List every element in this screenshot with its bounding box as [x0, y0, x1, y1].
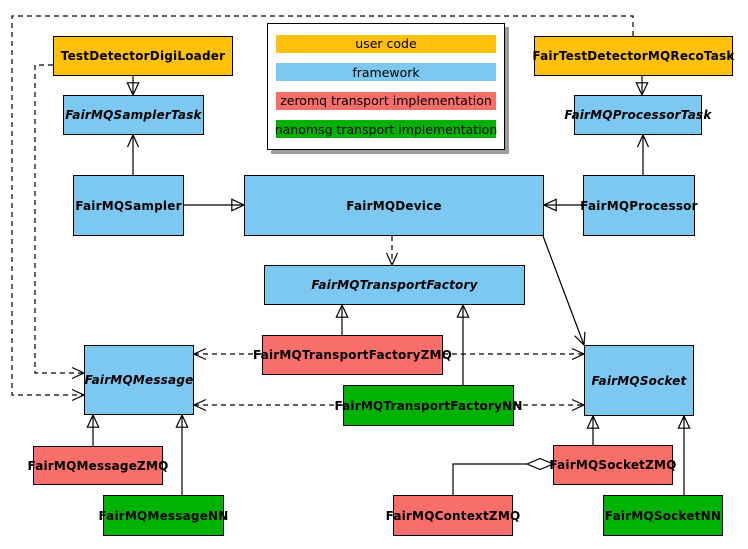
class-fairmq-socket-nn: FairMQSocketNN	[603, 495, 723, 536]
class-fairmq-message: FairMQMessage	[84, 345, 194, 415]
legend-item-user-code: user code	[276, 34, 496, 53]
class-fairmq-sampler-task: FairMQSamplerTask	[63, 95, 204, 135]
class-fairmq-transport-factory-zmq: FairMQTransportFactoryZMQ	[253, 335, 452, 375]
class-fairmq-message-nn: FairMQMessageNN	[98, 495, 228, 536]
class-test-detector-digi-loader: TestDetectorDigiLoader	[53, 36, 233, 76]
class-fairmq-sampler: FairMQSampler	[73, 175, 184, 236]
class-fairmq-message-zmq: FairMQMessageZMQ	[28, 446, 168, 485]
class-fairmq-device: FairMQDevice	[244, 175, 544, 236]
legend-item-nanomsg: nanomsg transport implementation	[274, 120, 498, 139]
class-fairmq-processor: FairMQProcessor	[580, 175, 698, 236]
class-fairmq-socket-zmq: FairMQSocketZMQ	[549, 445, 676, 485]
legend-item-zeromq: zeromq transport implementation	[276, 91, 496, 110]
composition-contextzmq-to-socketzmq	[452, 464, 527, 495]
legend-item-framework: framework	[276, 63, 496, 82]
association-device-to-socket	[542, 235, 586, 347]
class-fairmq-processor-task: FairMQProcessorTask	[564, 95, 711, 135]
class-fairmq-socket: FairMQSocket	[584, 345, 694, 416]
class-fairmq-transport-factory: FairMQTransportFactory	[264, 265, 525, 305]
class-fair-test-detector-mq-reco-task: FairTestDetectorMQRecoTask	[532, 36, 734, 76]
class-fairmq-transport-factory-nn: FairMQTransportFactoryNN	[334, 385, 522, 426]
legend-box: user code framework zeromq transport imple…	[267, 23, 505, 150]
class-fairmq-context-zmq: FairMQContextZMQ	[386, 495, 520, 536]
